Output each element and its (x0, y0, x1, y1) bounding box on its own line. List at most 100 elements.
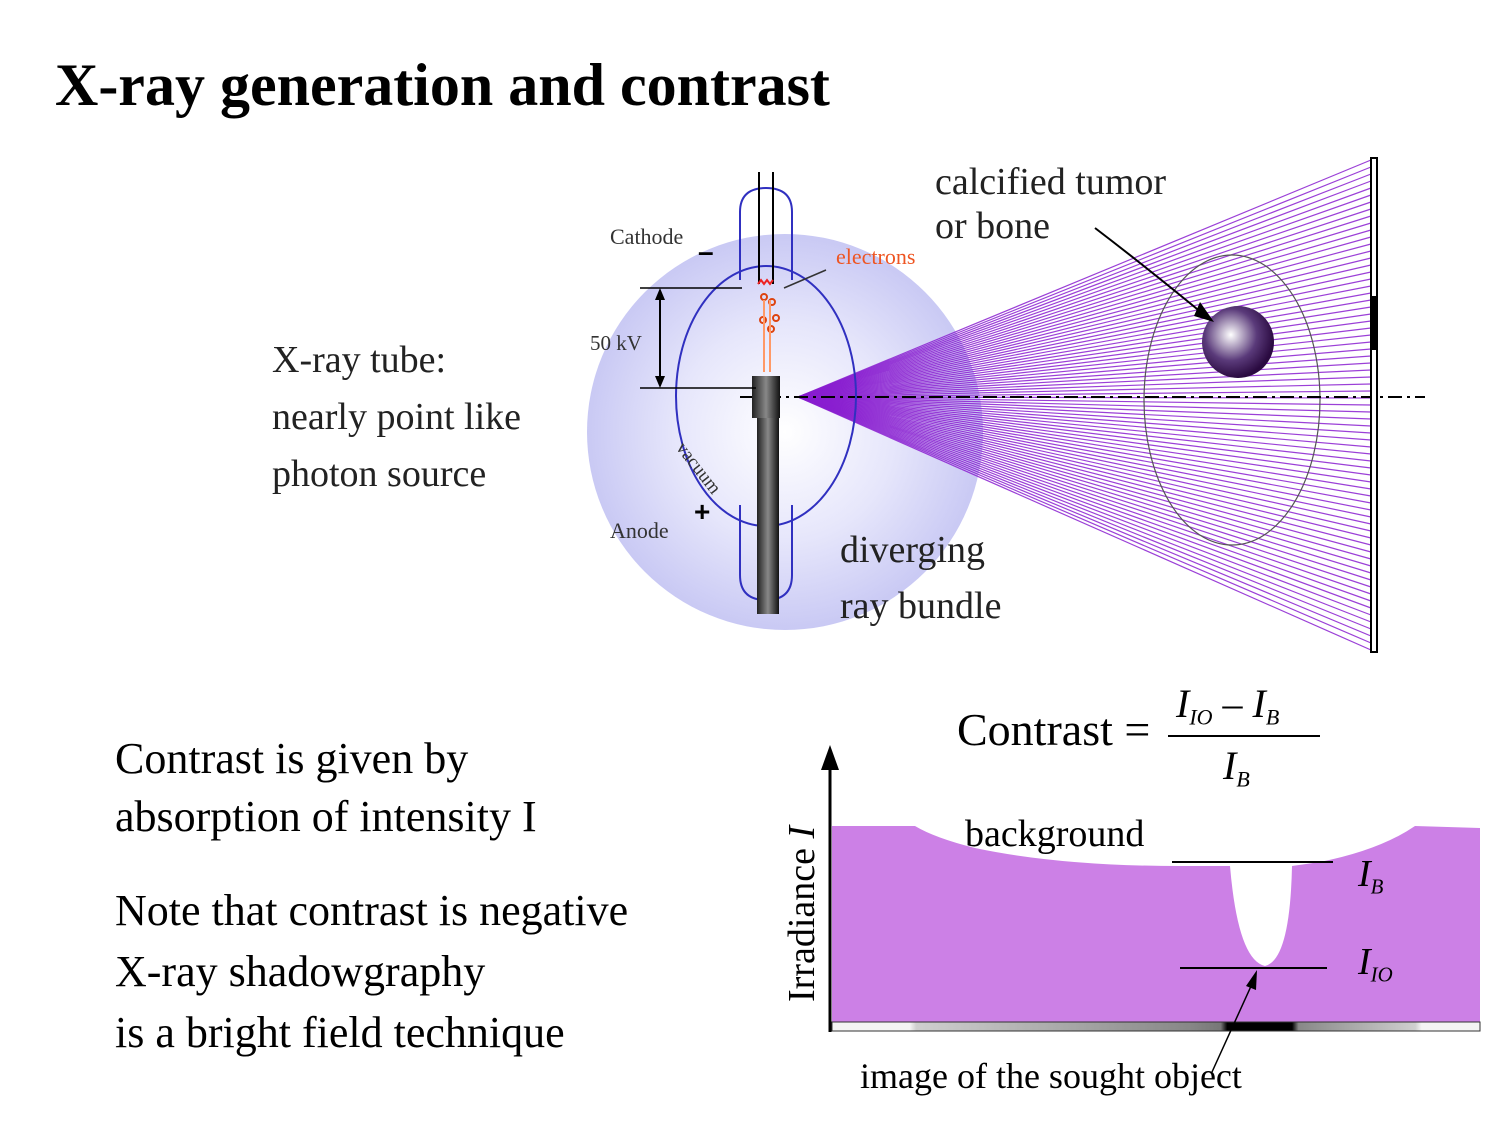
var-i: I (1358, 941, 1371, 983)
iio-label: IIO (1358, 940, 1393, 987)
ray-line (797, 369, 1372, 398)
tube-note: X-ray tube: nearly point like photon sou… (272, 332, 521, 503)
ray-line (797, 396, 1372, 455)
ray-line (797, 396, 1372, 609)
plus-sign: + (694, 496, 711, 527)
contrast-explanation: Contrast is given by absorption of inten… (115, 730, 537, 846)
ray-line (797, 396, 1372, 574)
ray-line (797, 396, 1372, 497)
ray-line (797, 396, 1372, 476)
minus-sign: – (698, 236, 714, 267)
ray-line (797, 180, 1372, 398)
ray-line (797, 396, 1372, 511)
y-axis-label-text: Irradiance (781, 838, 823, 1002)
ray-line (797, 396, 1372, 434)
ray-bundle (797, 159, 1372, 651)
ray-line (797, 396, 1372, 490)
ray-line (797, 396, 1372, 651)
var-i: I (1176, 681, 1190, 726)
ray-line (797, 243, 1372, 398)
slide-title: X-ray generation and contrast (55, 52, 830, 118)
anode-label: Anode (610, 518, 669, 543)
note-text: Note that contrast is negative X-ray sha… (115, 880, 628, 1063)
ray-line (797, 390, 1372, 398)
sub-io: IO (1189, 704, 1213, 730)
ray-line (797, 396, 1372, 406)
fraction-bar (1168, 735, 1320, 737)
ray-line (797, 229, 1372, 398)
ray-line (797, 383, 1372, 398)
ray-line (797, 159, 1372, 398)
ray-line (797, 355, 1372, 398)
ray-line (797, 376, 1372, 398)
ray-line (797, 306, 1372, 398)
irradiance-area (832, 826, 1480, 1022)
ray-line (797, 396, 1372, 560)
electrons-pointer (783, 269, 827, 289)
body-outline (1143, 254, 1321, 546)
ray-line (797, 396, 1372, 616)
object-pointer (1211, 983, 1253, 1073)
tube-note-line: photon source (272, 453, 487, 495)
tube-envelope-top (739, 186, 793, 280)
electron-beams (763, 300, 771, 372)
minus-op: – (1212, 681, 1253, 726)
var-i: I (1358, 853, 1371, 895)
sub-b: B (1265, 704, 1280, 730)
ray-line (797, 285, 1372, 398)
tumor-label: calcified tumor or bone (935, 160, 1166, 248)
detector-shadow (1371, 296, 1377, 350)
ray-line (797, 396, 1372, 623)
detector-screen (1370, 157, 1378, 653)
bundle-label-line: ray bundle (840, 585, 1002, 627)
ray-line (797, 236, 1372, 398)
ray-line (797, 396, 1372, 539)
tube-note-line: X-ray tube: (272, 339, 447, 381)
ray-line (797, 166, 1372, 398)
text-line: absorption of intensity I (115, 792, 537, 841)
ray-line (797, 396, 1372, 413)
ray-line (797, 396, 1372, 462)
ray-line (797, 201, 1372, 398)
ray-line (797, 334, 1372, 398)
ray-line (797, 396, 1372, 644)
tube-glow (587, 234, 983, 630)
ray-line (797, 396, 1372, 518)
cathode-label: Cathode (610, 224, 684, 249)
ray-line (797, 396, 1372, 441)
filament (757, 278, 774, 286)
electrons-label: electrons (836, 244, 916, 269)
bundle-label-line: diverging (840, 529, 985, 571)
ray-line (797, 396, 1372, 532)
tube-note-line: nearly point like (272, 396, 522, 438)
ray-line (797, 292, 1372, 398)
ray-line (797, 299, 1372, 398)
object-caption: image of the sought object (860, 1056, 1242, 1096)
ib-label: IB (1358, 852, 1383, 899)
ray-line (797, 396, 1372, 637)
image-strip (831, 1021, 1481, 1032)
ray-line (797, 396, 1372, 546)
ray-line (797, 396, 1372, 588)
kv-arrowhead-top (655, 288, 665, 300)
tumor-label-line: calcified tumor (935, 161, 1167, 203)
ray-line (797, 208, 1372, 398)
ray-line (797, 396, 1372, 581)
ray-line (797, 396, 1372, 567)
tumor-shape (1202, 306, 1274, 378)
y-axis-label: Irradiance I (780, 826, 824, 1002)
sub-b: B (1370, 874, 1384, 899)
tumor-label-line: or bone (935, 205, 1051, 247)
background-label: background (965, 813, 1145, 855)
formula-denominator: IB (1223, 742, 1250, 793)
y-axis-label-var: I (781, 825, 823, 839)
ray-line (797, 348, 1372, 398)
ray-line (797, 396, 1372, 420)
y-axis-arrowhead (821, 745, 839, 770)
ray-line (797, 362, 1372, 398)
ray-line (797, 396, 1372, 525)
ray-line (797, 187, 1372, 398)
anode-target (752, 376, 780, 418)
